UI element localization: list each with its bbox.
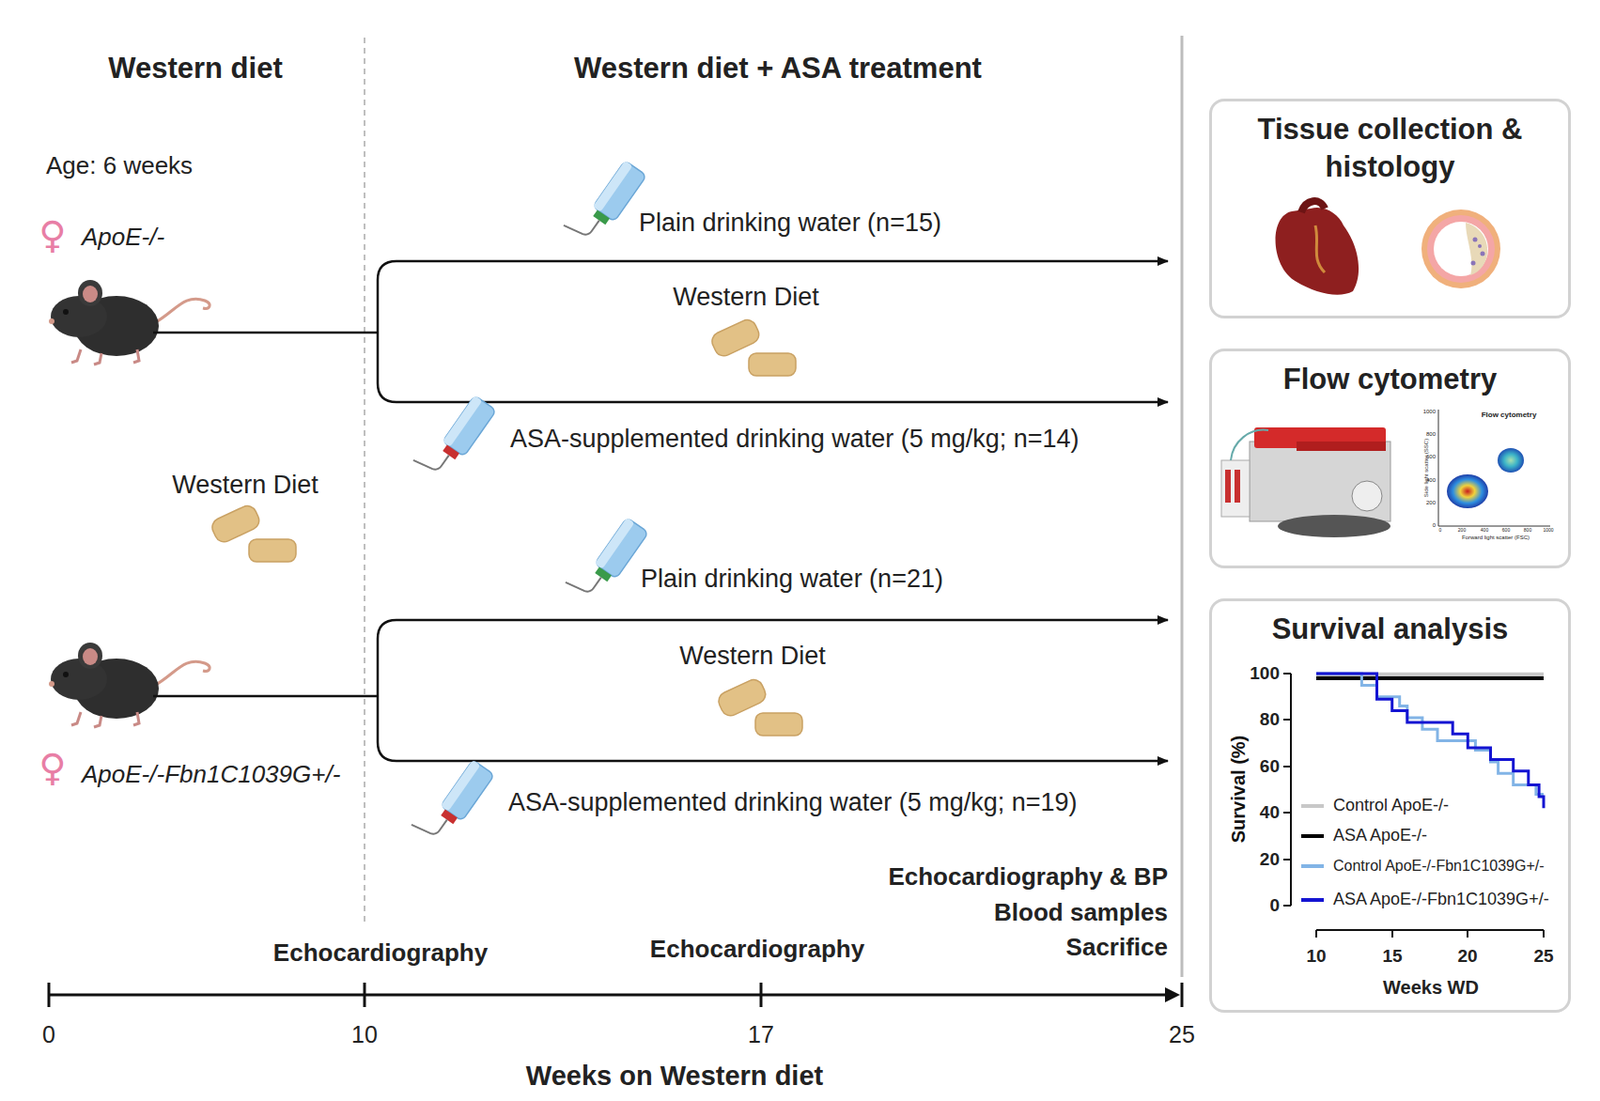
text-label: Weeks on Western diet <box>526 1060 824 1092</box>
text-label: 800 <box>1523 528 1532 534</box>
text-label: Forward light scatter (FSC) <box>1461 534 1530 542</box>
survival-curve <box>1316 676 1544 681</box>
axis-title: Survival (%) <box>1227 735 1250 843</box>
text-label: 400 <box>1426 477 1436 484</box>
legend-swatch <box>1301 864 1324 869</box>
legend-row: ASA ApoE-/-Fbn1C1039G+/- <box>1301 889 1550 910</box>
text-label: Echocardiography <box>273 939 488 968</box>
text-label: Western Diet <box>672 282 820 312</box>
female-symbol: ♀ <box>38 213 66 257</box>
text-label: 0 <box>1439 528 1443 534</box>
text-label: Sacrifice <box>1066 933 1168 963</box>
text-label: 25 <box>1533 946 1554 967</box>
text-label: 60 <box>1259 756 1280 777</box>
text-label: Blood samples <box>994 899 1168 928</box>
text-label: 25 <box>1168 1021 1196 1049</box>
text-label: 600 <box>1426 453 1436 461</box>
text-label: ApoE-/-Fbn1C1039G+/- <box>81 761 341 790</box>
text-label: 17 <box>747 1021 775 1049</box>
text-label: Plain drinking water (n=21) <box>640 564 944 594</box>
text-label: Western Diet <box>171 470 319 500</box>
text-label: 800 <box>1426 431 1436 438</box>
legend-swatch <box>1301 804 1324 808</box>
text-label: ApoE-/- <box>81 223 165 252</box>
panel-heading: Tissue collection & histology <box>1249 110 1532 187</box>
text-label: 100 <box>1249 663 1280 684</box>
legend-swatch <box>1301 898 1324 902</box>
text-label: Echocardiography & BP <box>887 863 1168 892</box>
legend-text: Control ApoE-/- <box>1333 795 1449 816</box>
panel-heading: Survival analysis <box>1221 610 1560 649</box>
text-label: 200 <box>1426 499 1436 507</box>
survival-curve <box>1316 673 1544 794</box>
text-label: Western diet <box>108 51 282 86</box>
text-label: Western Diet <box>679 641 826 671</box>
text-label: Echocardiography <box>650 935 865 964</box>
survival-curve <box>1316 673 1544 808</box>
text-label: 20 <box>1259 849 1280 870</box>
legend-row: ASA ApoE-/- <box>1301 825 1428 846</box>
legend-text: ASA ApoE-/-Fbn1C1039G+/- <box>1333 889 1550 910</box>
legend-swatch <box>1301 834 1324 839</box>
text-label: 15 <box>1382 946 1402 967</box>
legend-row: Control ApoE-/-Fbn1C1039G+/- <box>1301 857 1545 875</box>
text-label: Western diet + ASA treatment <box>574 51 982 86</box>
text-label: Weeks WD <box>1382 977 1479 999</box>
text-label: ASA-supplemented drinking water (5 mg/kg… <box>508 788 1078 818</box>
text-label: 0 <box>1269 895 1280 917</box>
text-label: 0 <box>1432 522 1436 529</box>
text-label: 400 <box>1480 528 1489 534</box>
panel-heading: Flow cytometry <box>1221 360 1560 399</box>
text-label: 40 <box>1259 802 1280 824</box>
text-label: 600 <box>1502 528 1510 534</box>
text-label: ASA-supplemented drinking water (5 mg/kg… <box>510 424 1080 454</box>
text-label: 1000 <box>1542 528 1554 534</box>
female-symbol: ♀ <box>38 745 66 790</box>
axis-title: Side light scatter (SSC) <box>1423 438 1430 498</box>
text-label: Age: 6 weeks <box>46 152 193 181</box>
text-label: 20 <box>1457 946 1477 967</box>
legend-row: Control ApoE-/- <box>1301 795 1449 816</box>
text-label: 10 <box>1305 946 1326 967</box>
text-label: 1000 <box>1423 408 1436 416</box>
legend-text: ASA ApoE-/- <box>1333 825 1428 846</box>
text-label: 80 <box>1259 709 1280 731</box>
text-label: Flow cytometry <box>1481 410 1538 420</box>
text-label: Plain drinking water (n=15) <box>638 208 942 238</box>
legend-text: Control ApoE-/-Fbn1C1039G+/- <box>1333 857 1545 875</box>
text-label: 0 <box>42 1021 56 1049</box>
text-label: 200 <box>1458 528 1466 534</box>
text-label: 10 <box>351 1021 378 1049</box>
panel-box: Tissue collection & histology <box>1209 98 1571 319</box>
